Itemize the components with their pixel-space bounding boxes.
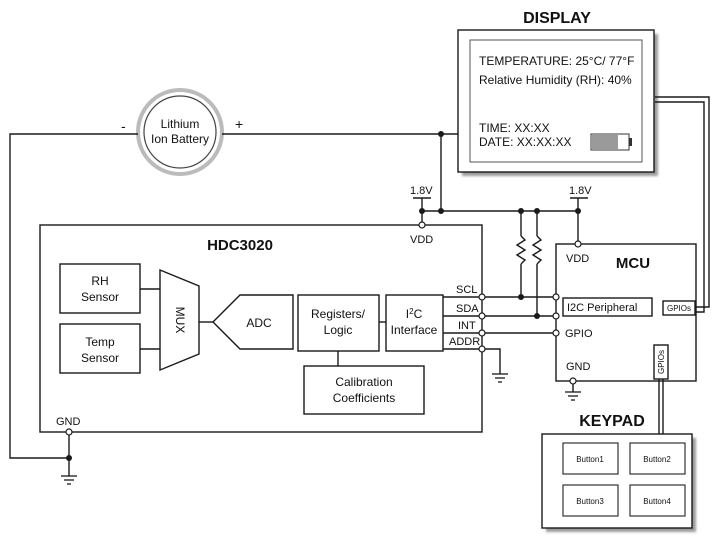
pin-addr (478, 345, 486, 353)
calibration-label-2: Coefficients (333, 391, 395, 405)
battery-symbol (136, 88, 224, 176)
keypad-button-1-label: Button1 (576, 455, 604, 464)
i2c-peripheral-label: I2C Peripheral (567, 302, 637, 314)
rh-sensor-label-1: RH (91, 274, 108, 288)
display-power-node (438, 131, 444, 137)
display-humidity: Relative Humidity (RH): 40% (479, 73, 632, 87)
pin-label-int: INT (458, 320, 476, 332)
mcu-pin-gpio (552, 329, 560, 337)
mux-label: MUX (173, 307, 187, 334)
display-gpio-wire-2 (655, 101, 705, 313)
display-date: DATE: XX:XX:XX (479, 135, 571, 149)
pin-label-sda: SDA (456, 303, 479, 315)
mcu-supply-voltage: 1.8V (569, 185, 592, 197)
battery-minus-wire (9, 133, 138, 459)
rail-node-left (419, 208, 425, 214)
pullup-resistor-scl (515, 211, 527, 300)
display-time: TIME: XX:XX (479, 121, 550, 135)
display-temperature: TEMPERATURE: 25°C/ 77°F (479, 54, 634, 68)
keypad-button-4-label: Button4 (643, 497, 671, 506)
mcu-title: MCU (616, 255, 650, 272)
temp-sensor-box (59, 323, 141, 374)
hdc-vdd-pin (418, 221, 426, 229)
adc-label: ADC (246, 316, 272, 330)
calibration-box (303, 365, 425, 415)
pullup-resistor-sda (531, 211, 543, 319)
mcu-vdd-pin (574, 240, 582, 248)
i2c-interface-box (385, 294, 444, 352)
temp-sensor-label-2: Sensor (81, 351, 119, 365)
mcu-vdd-label: VDD (566, 253, 589, 265)
hdc3020-title: HDC3020 (207, 237, 273, 254)
mcu-pin-scl (552, 293, 560, 301)
gnd-node (66, 455, 72, 461)
mcu-gpios-right-box (662, 300, 696, 316)
mcu-gpios-bottom-label: GPIOs (657, 350, 666, 374)
pin-sda (478, 312, 486, 320)
mcu-ground-symbol (565, 391, 581, 401)
display-battery-icon (590, 133, 632, 151)
display-title: DISPLAY (523, 10, 591, 27)
addr-ground-symbol (492, 373, 508, 383)
hdc-vdd-label: VDD (410, 234, 433, 246)
calibration-label-1: Calibration (335, 375, 392, 389)
battery-label-line1: Lithium (161, 117, 200, 131)
rh-sensor-label-2: Sensor (81, 290, 119, 304)
keypad-button-3-label: Button3 (576, 497, 604, 506)
mcu-gpios-right-label: GPIOs (667, 304, 691, 313)
keypad-button-2-label: Button2 (643, 455, 671, 464)
rail-node-display (438, 208, 444, 214)
addr-ground-wire (485, 348, 501, 374)
keypad-button-3[interactable] (562, 484, 619, 517)
mcu-gnd-pin (569, 377, 577, 385)
keypad-button-1[interactable] (562, 442, 619, 475)
battery-minus-label: - (121, 118, 126, 134)
hdc-supply-voltage: 1.8V (410, 185, 433, 197)
hdc-gnd-label: GND (56, 416, 81, 428)
pin-label-scl: SCL (456, 284, 477, 296)
main-ground-symbol (61, 475, 77, 485)
mcu-gnd-label: GND (566, 361, 591, 373)
adc-block (212, 294, 294, 350)
mcu-gpios-bottom-box (653, 344, 669, 380)
registers-label-2: Logic (324, 323, 353, 337)
registers-label-1: Registers/ (311, 307, 366, 321)
mcu-gpio-label: GPIO (565, 328, 593, 340)
keypad-title: KEYPAD (579, 413, 645, 430)
pin-int (478, 329, 486, 337)
hdc-gnd-pin (65, 428, 73, 436)
battery-label-line2: Ion Battery (151, 132, 209, 146)
pin-label-addr: ADDR (449, 336, 480, 348)
display-gpio-wire-1 (655, 96, 710, 308)
rh-sensor-box (59, 263, 141, 314)
i2c-peripheral-box (562, 297, 653, 317)
i2c-interface-label-1: I2C (406, 307, 423, 321)
keypad-button-4[interactable] (629, 484, 686, 517)
i2c-interface-label-2: Interface (391, 323, 438, 337)
mcu-pin-sda (552, 312, 560, 320)
battery-plus-label: + (235, 116, 243, 132)
mux-block (159, 268, 200, 372)
pin-scl (478, 293, 486, 301)
temp-sensor-label-1: Temp (85, 335, 115, 349)
keypad-button-2[interactable] (629, 442, 686, 475)
